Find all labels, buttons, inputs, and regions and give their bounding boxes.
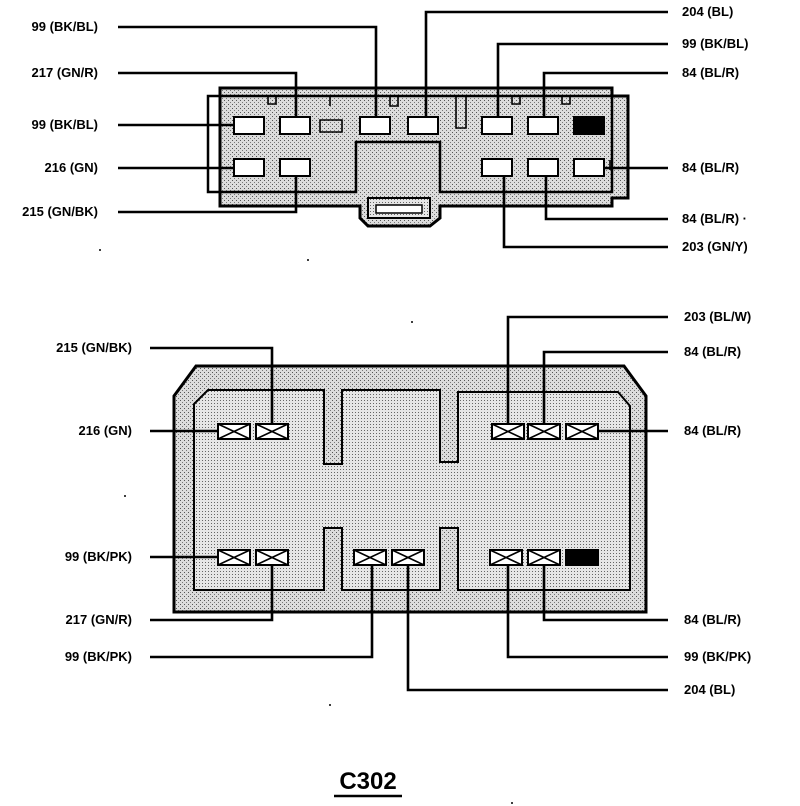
top-label-204-bl: 204 (BL)	[682, 4, 733, 19]
bottom-wire-99-bkpk-b	[150, 565, 374, 659]
top-cavity-9	[481, 158, 513, 177]
bottom-label-203-blw: 203 (BL/W)	[684, 309, 751, 324]
bottom-wire-84-blr-c	[542, 565, 668, 622]
bottom-cavity-3	[491, 423, 525, 440]
bottom-cavity-10	[489, 549, 523, 566]
top-wire-204-bl	[424, 10, 668, 117]
bottom-wire-217-gnr	[150, 565, 274, 622]
bottom-label-84-blr-b: 84 (BL/R)	[684, 423, 741, 438]
top-cavity-4	[407, 116, 439, 135]
bottom-cavity-4	[527, 423, 561, 440]
bottom-wire-84-blr-a	[542, 350, 668, 424]
top-label-99-bkbl-r: 99 (BK/BL)	[682, 36, 748, 51]
top-wire-217-gnr	[118, 71, 298, 117]
bottom-wire-99-bkpk-r	[506, 565, 668, 659]
bottom-cavity-2	[255, 423, 289, 440]
top-label-217-gnr: 217 (GN/R)	[32, 65, 98, 80]
top-cavity-7	[233, 158, 265, 177]
bottom-label-84-blr-c: 84 (BL/R)	[684, 612, 741, 627]
connector-title: C302	[339, 768, 396, 795]
bottom-label-204-bl: 204 (BL)	[684, 682, 735, 697]
top-label-99-bkbl-b: 99 (BK/BL)	[32, 117, 98, 132]
bottom-wire-204-bl	[406, 565, 668, 692]
top-cavity-6	[527, 116, 559, 135]
top-wire-215-gnbk	[118, 176, 298, 214]
top-cavity-1	[233, 116, 265, 135]
bottom-cavity-8	[353, 549, 387, 566]
bottom-label-99-bkpk-a: 99 (BK/PK)	[65, 549, 132, 564]
bottom-cavity-1	[217, 423, 251, 440]
bottom-cavity-row-lower	[217, 549, 599, 566]
top-wire-203-gny	[502, 176, 668, 249]
bottom-cavity-6	[217, 549, 251, 566]
bottom-cavity-blocked	[565, 549, 599, 566]
bottom-label-215-gnbk: 215 (GN/BK)	[56, 340, 132, 355]
top-label-84-blr-a: 84 (BL/R)	[682, 65, 739, 80]
bottom-wire-203-blw	[506, 315, 668, 424]
top-wire-84-blr-c	[544, 176, 668, 221]
top-label-203-gny: 203 (GN/Y)	[682, 239, 748, 254]
top-label-84-blr-c: 84 (BL/R) ·	[682, 211, 747, 226]
bottom-cavity-5	[565, 423, 599, 440]
bottom-cavity-7	[255, 549, 289, 566]
top-cavity-8	[279, 158, 311, 177]
top-label-84-blr-b: 84 (BL/R)	[682, 160, 739, 175]
top-wire-99-bkbl-a	[118, 25, 378, 117]
top-connector-inner-outline	[206, 94, 614, 194]
bottom-connector: 215 (GN/BK) 216 (GN) 99 (BK/PK) 217 (GN/…	[56, 309, 751, 697]
top-cavity-3	[359, 116, 391, 135]
bottom-label-84-blr-a: 84 (BL/R)	[684, 344, 741, 359]
top-connector: 99 (BK/BL) 217 (GN/R) 99 (BK/BL) 216 (GN…	[22, 4, 748, 254]
top-cavity-blocked	[573, 116, 605, 135]
top-label-215-gnbk: 215 (GN/BK)	[22, 204, 98, 219]
top-cavity-11	[573, 158, 605, 177]
top-wire-99-bkbl-r	[496, 42, 668, 117]
bottom-label-216-gn: 216 (GN)	[79, 423, 132, 438]
bottom-label-99-bkpk-r: 99 (BK/PK)	[684, 649, 751, 664]
bottom-wire-215-gnbk	[150, 346, 274, 424]
bottom-label-99-bkpk-b: 99 (BK/PK)	[65, 649, 132, 664]
top-cavity-10	[527, 158, 559, 177]
bottom-cavity-9	[391, 549, 425, 566]
bottom-cavity-11	[527, 549, 561, 566]
top-label-216-gn: 216 (GN)	[45, 160, 98, 175]
scan-specks	[99, 249, 513, 804]
top-cavity-5	[481, 116, 513, 135]
bottom-label-217-gnr: 217 (GN/R)	[66, 612, 132, 627]
top-cavity-2	[279, 116, 311, 135]
top-wire-84-blr-a	[542, 71, 668, 117]
top-label-99-bkbl-a: 99 (BK/BL)	[32, 19, 98, 34]
